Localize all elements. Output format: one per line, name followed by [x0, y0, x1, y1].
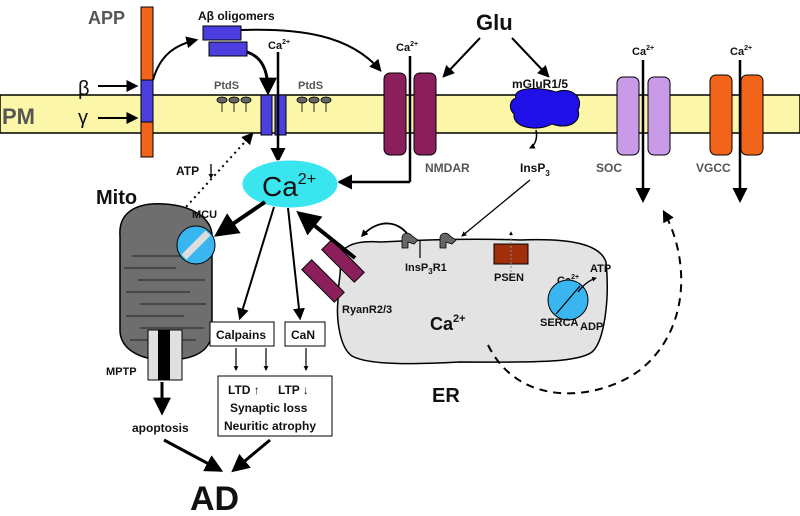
endoplasmic-reticulum [336, 238, 608, 365]
abeta-oligomer-1 [202, 25, 242, 41]
insp3r1-receptor-icon [401, 232, 457, 249]
soc-label: SOC [596, 161, 622, 175]
ptds-left-label: PtdS [214, 80, 239, 92]
ptds-lipid-icon [216, 96, 252, 112]
ryanr-release-arrow [296, 211, 357, 260]
apoptosis-to-ad [163, 438, 224, 472]
outcomes-box [217, 375, 333, 437]
atp-mito-label: ATP [176, 164, 199, 178]
ca-soc-label: Ca2+ [632, 45, 654, 58]
mito-label: Mito [96, 187, 137, 209]
ca-center-label: Ca2+ [262, 171, 316, 202]
synaptic-loss-label: Synaptic loss [230, 401, 308, 415]
mcu-label: MCU [192, 209, 217, 221]
gamma-secretase-label: γ [78, 107, 88, 129]
nmdar-subunit-left [383, 72, 407, 156]
app-abeta-segment [140, 79, 154, 123]
ca-in-label: Ca2+ [268, 39, 290, 52]
ca-to-calpains [237, 206, 275, 321]
ca-er-label: Ca2+ [430, 313, 466, 334]
insp3r1-label: InsP3R1 [405, 262, 447, 276]
neuritic-atrophy-label: Neuritic atrophy [224, 419, 316, 433]
nmdar-subunit-right [413, 72, 437, 156]
calpains-label: Calpains [216, 328, 266, 342]
can-label: CaN [291, 328, 315, 342]
ca-to-can [287, 207, 305, 321]
nmdar-label: NMDAR [425, 161, 470, 175]
vgcc-subunit-right [740, 74, 764, 156]
beta-secretase-label: β [78, 78, 90, 100]
abeta-oligomer-2 [208, 41, 248, 57]
mcu-channel-icon [176, 225, 216, 265]
ad-label: AD [190, 480, 239, 516]
ltp-label: LTP ↓ [278, 383, 309, 397]
ca-to-mcu-arrow [214, 200, 267, 237]
abeta-to-channel-arrow [246, 50, 277, 96]
ptds-right-label: PtdS [298, 80, 323, 92]
ca-nmdar-label: Ca2+ [396, 41, 418, 54]
can-box [284, 321, 326, 347]
insp3-label: InsP3 [520, 161, 550, 178]
abeta-to-nmdar-arrow [240, 28, 382, 72]
mito-cristae [124, 255, 206, 341]
atp-serca-label: ATP [590, 263, 611, 275]
mptp-label: MPTP [106, 366, 137, 378]
glu-to-nmdar [442, 37, 481, 78]
soc-subunit-left [616, 76, 640, 156]
apoptosis-label: apoptosis [132, 421, 189, 435]
mptp-core [158, 330, 170, 380]
insp3-to-receptor-arrow [461, 179, 531, 237]
outcomes-to-ad [231, 438, 271, 473]
pm-label: PM [2, 104, 35, 129]
serca-pump-icon [547, 279, 589, 321]
abeta-oligomers-label: Aβ oligomers [198, 9, 275, 23]
ryanr-label: RyanR2/3 [342, 304, 392, 316]
serca-label: SERCA [540, 317, 579, 329]
serca-atp-arrow [577, 276, 597, 293]
abeta-pore-left [260, 94, 273, 136]
ptds-lipid-icon [296, 96, 332, 112]
cytosolic-calcium [241, 159, 339, 209]
ltd-label: LTD ↑ [228, 383, 260, 397]
er-depletion-to-soc [487, 209, 683, 395]
app-to-abeta-arrow [152, 36, 199, 81]
app-label: APP [88, 8, 125, 28]
er-label: ER [432, 385, 460, 407]
soc-subunit-right [647, 76, 671, 156]
ryanr-receptor [301, 239, 365, 303]
glu-to-mglur [511, 37, 550, 78]
abeta-pore-right [274, 94, 287, 136]
adp-serca-label: ADP [580, 321, 603, 333]
ca-vgcc-label: Ca2+ [730, 45, 752, 58]
psen-label: PSEN [494, 272, 524, 284]
glu-label: Glu [476, 10, 513, 35]
mglur-label: mGluR1/5 [512, 77, 568, 91]
calpains-box [209, 321, 275, 347]
vgcc-label: VGCC [696, 161, 731, 175]
mglur-receptor [509, 88, 580, 129]
vgcc-subunit-left [709, 74, 733, 156]
mglur-to-insp3-arrow [528, 129, 538, 149]
